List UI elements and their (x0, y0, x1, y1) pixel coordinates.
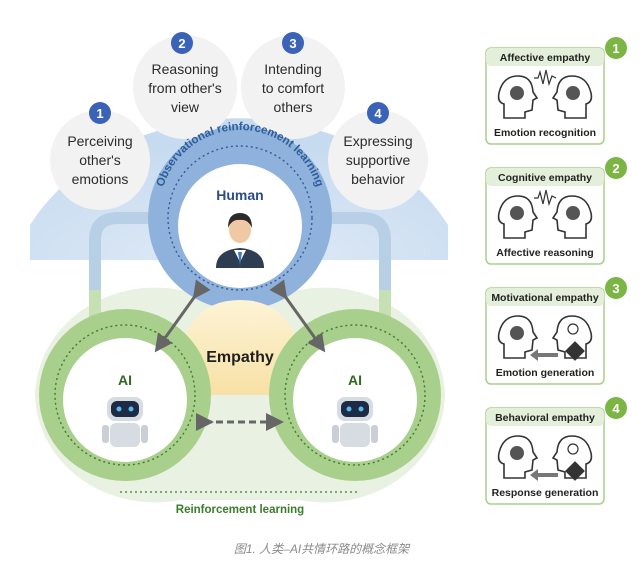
reinforcement-learning-label: Reinforcement learning (176, 504, 304, 516)
empathy-card-2: Cognitive empathy 2 Affective reasoning (485, 157, 627, 265)
card-4-title: Behavioral empathy (495, 412, 595, 424)
empathy-card-4: Behavioral empathy 4 Response generation (485, 397, 627, 505)
process-bubble-1 (50, 110, 150, 210)
empathy-loop-diagram: 1 2 3 4 Perceiving other's emotions Reas… (30, 32, 627, 516)
lightbulb-icon (567, 323, 579, 335)
process-bubble-4 (328, 110, 428, 210)
process-badge-2: 2 (171, 32, 193, 54)
card-2-number: 2 (612, 161, 619, 176)
process-4-line-1: Expressing (343, 133, 412, 149)
process-badge-1: 1 (89, 102, 111, 124)
human-label: Human (216, 187, 263, 203)
robot-left-icon (102, 397, 148, 447)
process-2-line-2: from other's (148, 80, 221, 96)
empathy-card-1: Affective empathy 1 Emotion recognition (485, 37, 627, 145)
process-2-line-3: view (171, 99, 200, 115)
process-bubble-3 (241, 35, 345, 139)
process-3-line-2: to comfort (262, 80, 324, 96)
process-4-line-3: behavior (351, 171, 405, 187)
empathy-label: Empathy (206, 349, 274, 366)
process-1-line-3: emotions (72, 171, 129, 187)
process-1-line-2: other's (79, 152, 121, 168)
svg-text:4: 4 (374, 106, 382, 121)
right-connector (312, 212, 391, 300)
process-3-line-3: others (274, 99, 313, 115)
arrow-human-ai-right (269, 279, 326, 353)
human-avatar-icon (216, 213, 264, 268)
card-4-number: 4 (612, 401, 620, 416)
process-bubble-2 (133, 35, 237, 139)
card-2-label: Affective reasoning (496, 247, 593, 259)
card-3-label: Emotion generation (496, 367, 595, 379)
card-1-title: Affective empathy (500, 52, 591, 64)
process-4-line-2: supportive (346, 152, 411, 168)
svg-text:2: 2 (178, 36, 185, 51)
card-1-label: Emotion recognition (494, 127, 596, 139)
svg-text:3: 3 (289, 36, 296, 51)
ai-left-label: AI (118, 372, 132, 388)
process-3-line-1: Intending (264, 61, 322, 77)
card-1-number: 1 (612, 41, 619, 56)
empathy-card-3: Motivational empathy 3 Emotion generatio… (485, 277, 627, 385)
card-2-title: Cognitive empathy (498, 172, 592, 184)
smile-icon (510, 446, 524, 460)
process-badge-3: 3 (282, 32, 304, 54)
figure-caption: 图1. 人类–AI共情环路的概念框架 (233, 542, 410, 556)
head-left-icon (497, 75, 539, 119)
process-badge-4: 4 (367, 102, 389, 124)
process-2-line-1: Reasoning (152, 61, 219, 77)
card-3-number: 3 (612, 281, 619, 296)
card-4-label: Response generation (492, 487, 599, 499)
svg-text:1: 1 (96, 106, 103, 121)
left-connector (89, 212, 168, 300)
heart-icon (565, 341, 585, 361)
card-3-title: Motivational empathy (491, 292, 599, 304)
ai-right-label: AI (348, 372, 362, 388)
process-1-line-1: Perceiving (67, 133, 132, 149)
robot-right-icon (332, 397, 378, 447)
arrow-human-ai-left (154, 279, 211, 353)
wave-icon (534, 69, 557, 87)
